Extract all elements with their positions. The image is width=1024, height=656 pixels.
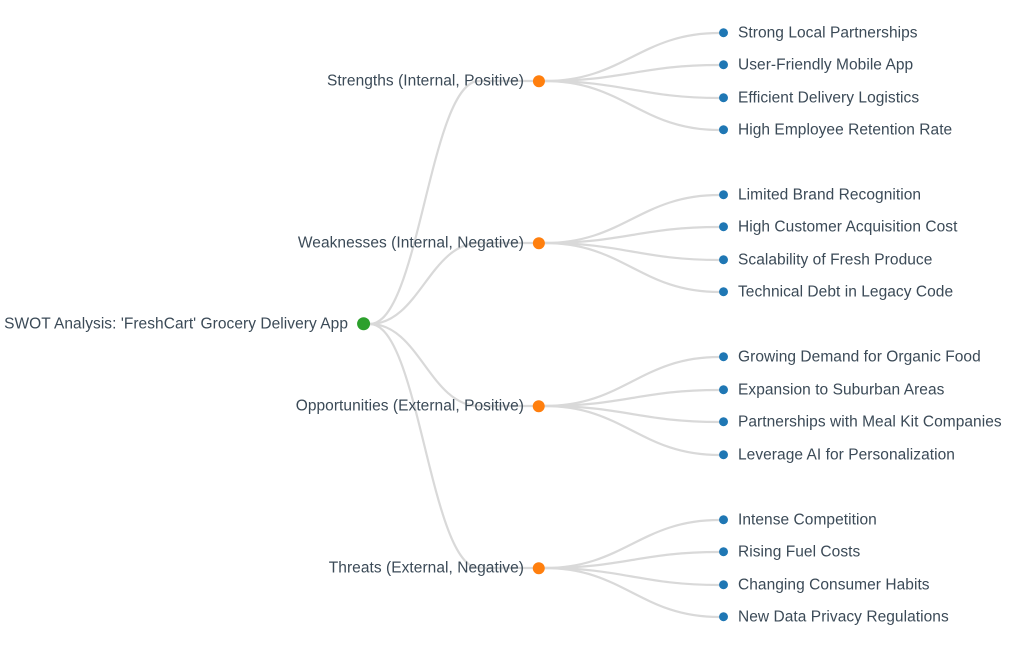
leaf-node-dot-icon: [719, 190, 728, 200]
leaf-node-label: Partnerships with Meal Kit Companies: [738, 413, 1002, 431]
root-node-label: SWOT Analysis: 'FreshCart' Grocery Deliv…: [4, 315, 348, 333]
leaf-node-label: New Data Privacy Regulations: [738, 608, 949, 626]
edge-connector: [543, 79, 721, 100]
branch-node-label: Strengths (Internal, Positive): [326, 72, 524, 90]
branch-node-dot-icon: [533, 400, 545, 412]
branch-node-dot-icon: [533, 237, 545, 249]
edge-connector: [543, 31, 721, 83]
leaf-node-2-3[interactable]: Scalability of Fresh Produce: [719, 252, 932, 268]
leaf-node-dot-icon: [719, 93, 728, 103]
edge-connector: [543, 404, 721, 424]
leaf-node-label: High Customer Acquisition Cost: [738, 218, 958, 236]
edge-connector: [543, 518, 721, 570]
branch-node-label: Opportunities (External, Positive): [295, 397, 524, 415]
leaf-node-3-3[interactable]: Partnerships with Meal Kit Companies: [719, 414, 1002, 430]
leaf-node-4-1[interactable]: Intense Competition: [719, 512, 877, 528]
leaf-node-4-4[interactable]: New Data Privacy Regulations: [719, 609, 949, 625]
branch-node-label: Weaknesses (Internal, Negative): [297, 234, 524, 252]
leaf-node-dot-icon: [719, 580, 728, 590]
leaf-node-dot-icon: [719, 417, 728, 427]
leaf-node-dot-icon: [719, 60, 728, 70]
edge-connector: [543, 225, 721, 245]
branch-node-dot-icon: [533, 75, 545, 87]
leaf-node-2-2[interactable]: High Customer Acquisition Cost: [719, 219, 957, 235]
branch-node-3[interactable]: Opportunities (External, Positive): [296, 398, 545, 414]
leaf-node-label: Strong Local Partnerships: [738, 24, 918, 42]
leaf-node-dot-icon: [719, 385, 728, 395]
edge-connector: [543, 388, 721, 408]
leaf-node-dot-icon: [719, 612, 728, 622]
leaf-node-dot-icon: [719, 28, 728, 38]
edge-connector: [543, 79, 721, 132]
leaf-node-label: Changing Consumer Habits: [738, 576, 930, 594]
edge-connector: [543, 404, 721, 457]
leaf-node-1-3[interactable]: Efficient Delivery Logistics: [719, 90, 919, 106]
edge-connector: [368, 241, 481, 326]
leaf-node-label: Expansion to Suburban Areas: [738, 381, 945, 399]
edge-connector: [543, 566, 721, 619]
leaf-node-label: Growing Demand for Organic Food: [738, 348, 981, 366]
leaf-node-label: High Employee Retention Rate: [738, 121, 953, 139]
root-node-dot-icon: [357, 317, 370, 331]
edge-connector: [368, 322, 481, 408]
edge-connector: [543, 241, 721, 294]
root-node[interactable]: SWOT Analysis: 'FreshCart' Grocery Deliv…: [4, 316, 370, 332]
leaf-node-dot-icon: [719, 352, 728, 362]
edge-connector: [543, 63, 721, 83]
branch-node-4[interactable]: Threats (External, Negative): [329, 560, 545, 576]
leaf-node-label: User-Friendly Mobile App: [738, 56, 914, 74]
leaf-node-1-1[interactable]: Strong Local Partnerships: [719, 25, 918, 41]
leaf-node-2-4[interactable]: Technical Debt in Legacy Code: [719, 284, 953, 300]
branch-node-dot-icon: [533, 562, 545, 574]
leaf-node-label: Scalability of Fresh Produce: [738, 251, 933, 269]
branch-node-1[interactable]: Strengths (Internal, Positive): [327, 73, 545, 89]
leaf-node-label: Efficient Delivery Logistics: [738, 89, 920, 107]
leaf-node-4-3[interactable]: Changing Consumer Habits: [719, 577, 930, 593]
leaf-node-3-1[interactable]: Growing Demand for Organic Food: [719, 349, 981, 365]
branch-node-2[interactable]: Weaknesses (Internal, Negative): [298, 235, 545, 251]
leaf-node-dot-icon: [719, 515, 728, 525]
leaf-node-label: Intense Competition: [738, 511, 877, 529]
leaf-node-label: Leverage AI for Personalization: [738, 446, 955, 464]
leaf-node-label: Rising Fuel Costs: [738, 543, 861, 561]
leaf-node-3-2[interactable]: Expansion to Suburban Areas: [719, 382, 944, 398]
leaf-node-dot-icon: [719, 287, 728, 297]
edge-connector: [543, 566, 721, 587]
edge-connector: [368, 322, 481, 570]
leaf-node-3-4[interactable]: Leverage AI for Personalization: [719, 447, 955, 463]
leaf-node-dot-icon: [719, 450, 728, 460]
leaf-node-2-1[interactable]: Limited Brand Recognition: [719, 187, 921, 203]
leaf-node-dot-icon: [719, 547, 728, 557]
leaf-node-dot-icon: [719, 255, 728, 265]
leaf-node-1-2[interactable]: User-Friendly Mobile App: [719, 57, 913, 73]
edge-connector: [543, 193, 721, 245]
leaf-node-4-2[interactable]: Rising Fuel Costs: [719, 544, 860, 560]
edge-connector: [543, 550, 721, 570]
leaf-node-dot-icon: [719, 222, 728, 232]
branch-node-label: Threats (External, Negative): [328, 559, 524, 577]
leaf-node-1-4[interactable]: High Employee Retention Rate: [719, 122, 952, 138]
edge-connector: [543, 355, 721, 408]
leaf-node-dot-icon: [719, 125, 728, 135]
leaf-node-label: Limited Brand Recognition: [738, 186, 922, 204]
edge-connector: [543, 241, 721, 262]
leaf-node-label: Technical Debt in Legacy Code: [738, 283, 954, 301]
edge-connector: [368, 79, 481, 326]
